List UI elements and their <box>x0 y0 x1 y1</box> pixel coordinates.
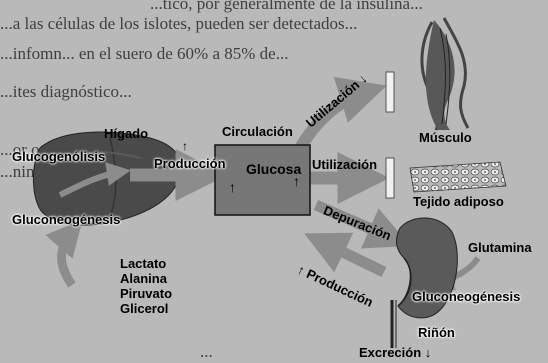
excretion-label: Excreción ↓ <box>359 346 431 360</box>
up-arrow-icon: ↑ <box>293 174 300 188</box>
substrate-arrow <box>62 232 73 285</box>
substrate-item: Alanina <box>120 271 172 286</box>
up-arrow-icon: ↑ <box>182 139 188 153</box>
muscle-icon <box>422 18 468 130</box>
gluconeogenesis-liver-label: Gluconeogénesis <box>12 213 120 227</box>
up-arrow-icon: ↑ <box>229 180 236 194</box>
circulation-label: Circulación <box>222 125 293 139</box>
adipose-target-bar <box>386 158 394 198</box>
kidney-production-arrow <box>322 242 384 272</box>
adipose-label: Tejido adiposo <box>413 195 504 209</box>
utilization-adipose-label: Utilización <box>312 158 377 172</box>
liver-label: Hígado <box>104 127 148 141</box>
glutamine-label: Glutamina <box>468 241 532 255</box>
adipose-tissue-icon <box>410 162 506 192</box>
substrate-list: Lactato Alanina Piruvato Glicerol <box>120 256 172 316</box>
substrate-item: Lactato <box>120 256 172 271</box>
glycogenolysis-label: Glucogenólisis <box>12 150 105 164</box>
substrate-item: Glicerol <box>120 301 172 316</box>
muscle-label: Músculo <box>419 131 472 145</box>
gluconeogenesis-kidney-label: Gluconeogénesis <box>412 290 520 304</box>
muscle-target-bar <box>386 72 394 112</box>
kidney-label: Riñón <box>418 326 455 340</box>
substrate-item: Piruvato <box>120 286 172 301</box>
production-liver-label: Producción <box>154 157 226 171</box>
